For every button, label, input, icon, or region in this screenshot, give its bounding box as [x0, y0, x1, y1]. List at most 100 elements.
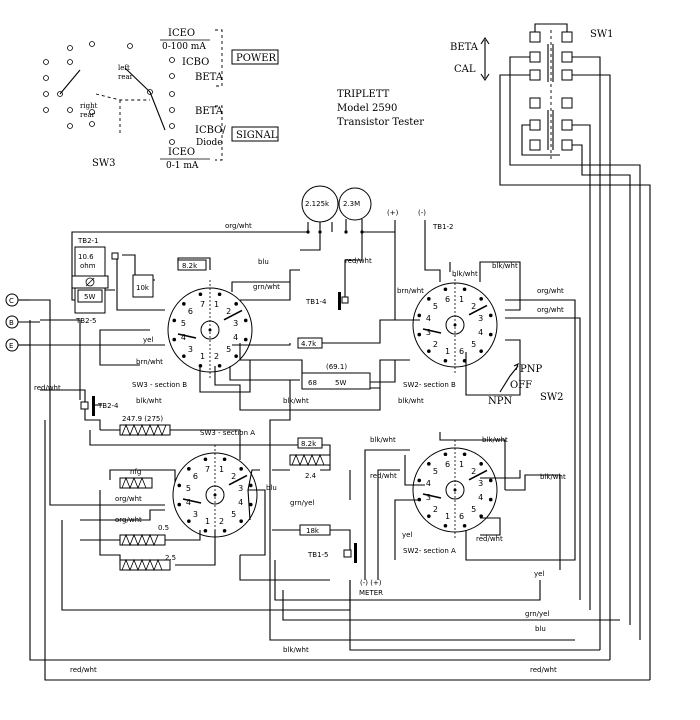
wafer-pin-label: 6: [445, 295, 450, 304]
wafer-pin-label: 5: [433, 302, 438, 311]
resistor-69-label: (69.1): [326, 363, 347, 371]
wafer-pin-label: 2: [226, 307, 231, 316]
wafer-pin-label: 5: [471, 505, 476, 514]
resistor-nfg-label: nfg: [130, 468, 141, 476]
tb2-5-label: TB2-5: [75, 317, 97, 325]
wafer-pin-label: 5: [471, 340, 476, 349]
resistor-68-label: 68: [308, 379, 317, 387]
wafer-pin-label: 3: [426, 328, 431, 337]
wafer-pin-label: 7: [205, 465, 210, 474]
left-rear-label: left: [118, 64, 130, 72]
title-block: TRIPLETT Model 2590 Transistor Tester: [337, 89, 424, 128]
meter-minus-top-label: (-): [418, 209, 426, 217]
resistor-10k-label: 10k: [136, 284, 150, 292]
title-line1: TRIPLETT: [337, 89, 390, 100]
wire-label: red/wht: [345, 257, 372, 265]
wire-label: blk/wht: [492, 262, 518, 270]
wire-label: red/wht: [476, 535, 503, 543]
resistor-247: [119, 424, 171, 436]
wafer-pin-label: 3: [193, 510, 198, 519]
wafer-pin-label: 1: [219, 465, 224, 474]
potentiometers: 2.125k 2.3M: [301, 185, 372, 234]
sw1-label: SW1: [590, 29, 614, 40]
pnp-label: PNP: [520, 364, 542, 375]
wire-label: blk/wht: [452, 270, 478, 278]
lamp-unit-label: ohm: [80, 262, 96, 270]
wire-label: grn/wht: [253, 283, 280, 291]
wire-label: org/wht: [537, 287, 564, 295]
resistor-68-watt-label: 5W: [335, 379, 346, 387]
wire-label: yel: [402, 531, 412, 539]
resistor-0-5: [119, 534, 166, 546]
npn-label: NPN: [488, 396, 512, 407]
resistor-2-4-label: 2.4: [305, 472, 317, 480]
beta-label-top: BETA: [195, 72, 224, 83]
wafer-pin-label: 5: [231, 510, 236, 519]
wafer-pin-label: 2: [214, 352, 219, 361]
right-rear-label: right: [80, 102, 98, 110]
wire-label: blk/wht: [283, 646, 309, 654]
resistors: 8.2k 10k 4.7k 68 5W (69.1) 247.9 (275) 8…: [119, 259, 371, 572]
tb1-5-label: TB1-5: [307, 551, 329, 559]
wire-label: red/wht: [370, 472, 397, 480]
signal-label: SIGNAL: [236, 130, 278, 141]
right-rear-label-2: rear: [80, 111, 96, 119]
wafer-pin-label: 3: [238, 484, 243, 493]
wafer-pin-label: 5: [186, 484, 191, 493]
wafer-pin-label: 6: [445, 460, 450, 469]
meter-plus-top-label: (+): [387, 209, 399, 217]
wire-label: grn/yel: [290, 499, 314, 507]
wire-label: brn/wht: [397, 287, 424, 295]
tb2-1-label: TB2-1: [77, 237, 99, 245]
test-terminals: C B E: [5, 293, 40, 352]
wire-label: org/wht: [115, 516, 142, 524]
resistor-18k-label: 18k: [306, 527, 320, 535]
resistor-4k7: [297, 337, 323, 349]
wafer-pin-label: 1: [214, 300, 219, 309]
iceo-range-100: 0-100 mA: [162, 42, 206, 52]
meter-label: METER: [359, 589, 383, 597]
resistor-247-label: 247.9 (275): [122, 415, 163, 423]
wafer-pin-label: 3: [478, 314, 483, 323]
wire-label: blk/wht: [370, 436, 396, 444]
wafer-pin-label: 1: [445, 347, 450, 356]
wire-label: red/wht: [34, 384, 61, 392]
resistor-8k2-bot-label: 8.2k: [301, 440, 317, 448]
terminal-c-label: C: [9, 297, 14, 305]
sw3-label: SW3: [92, 158, 116, 169]
resistor-8k2-bot: [297, 437, 323, 449]
sw2-legend: PNP OFF NPN SW2: [488, 362, 564, 407]
resistor-68: [301, 372, 371, 390]
wire-label: grn/yel: [525, 610, 549, 618]
title-line2: Model 2590: [337, 103, 397, 114]
sw2-label: SW2: [540, 392, 564, 403]
sw2b-label: SW2- section B: [403, 381, 456, 389]
icbo-diode-label: ICBO/: [195, 125, 226, 136]
wafer-pin-label: 1: [459, 295, 464, 304]
power-label: POWER: [236, 53, 277, 64]
wire-label: blu: [535, 625, 546, 633]
diode-label: Diode: [196, 138, 223, 148]
wire-label: blk/wht: [283, 397, 309, 405]
sw1-bus-wires: [499, 56, 651, 680]
sw3b-label: SW3 - section B: [132, 381, 187, 389]
section-labels: SW3 - section B SW3 - section A SW2- sec…: [132, 381, 456, 555]
wire-label: org/wht: [225, 222, 252, 230]
wafer-pin-label: 1: [445, 512, 450, 521]
sw3a-label: SW3 - section A: [200, 429, 255, 437]
sw1-switch: BETA CAL SW1: [450, 23, 614, 160]
tb1-4-label: TB1-4: [305, 298, 327, 306]
wafer-pin-label: 7: [200, 300, 205, 309]
off-label: OFF: [510, 380, 532, 391]
wafer-pin-label: 4: [478, 328, 483, 337]
wafer-pin-label: 3: [233, 319, 238, 328]
wire-label: brn/wht: [136, 358, 163, 366]
wire-label: red/wht: [70, 666, 97, 674]
wafer-pin-label: 6: [193, 472, 198, 481]
wafer-pin-label: 2: [231, 472, 236, 481]
